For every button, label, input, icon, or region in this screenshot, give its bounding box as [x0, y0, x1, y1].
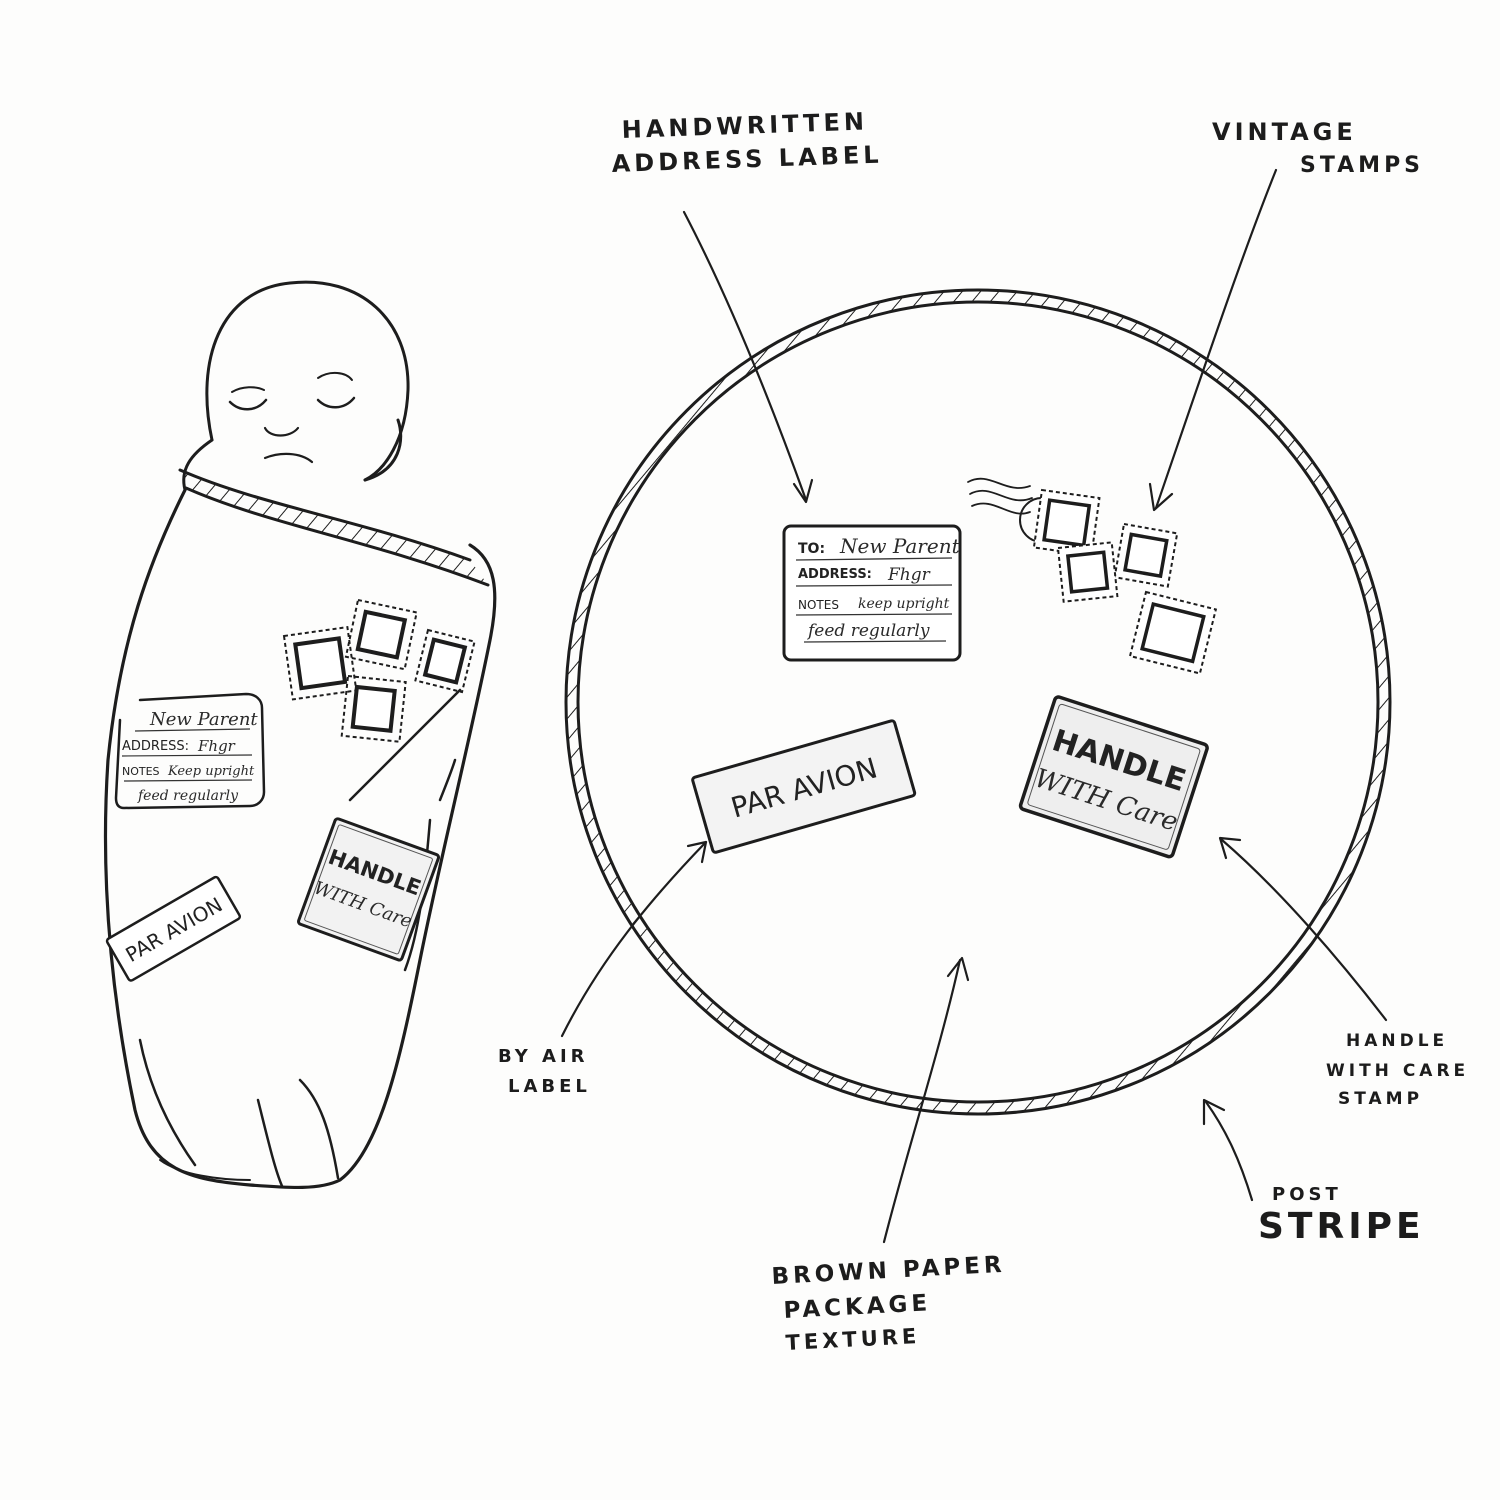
swaddle-address-label: New Parent ADDRESS: Fhgr NOTES Keep upri…	[114, 692, 266, 810]
callout-handle-line3: STAMP	[1338, 1089, 1423, 1109]
callout-brown-line2: PACKAGE	[783, 1290, 932, 1324]
arrow-by-air	[560, 840, 708, 1038]
callout-stamps-line1: VINTAGE	[1212, 118, 1357, 146]
baby-mouth	[263, 452, 314, 464]
callout-by-air-line1: BY AIR	[498, 1046, 589, 1067]
arrow-vintage-stamps	[1154, 168, 1278, 510]
fabric-detail-circle: TO: New Parent ADDRESS: Fhgr NOTES keep …	[564, 288, 1392, 1116]
arrow-handle-care	[1220, 838, 1388, 1022]
detail-address-value: Fhgr	[887, 565, 931, 585]
callout-handle-line1: HANDLE	[1346, 1031, 1448, 1051]
detail-par-avion-label: PAR AVION	[691, 719, 917, 854]
swaddle-notes-prefix: NOTES	[122, 765, 160, 778]
callout-stamps-line2: STAMPS	[1300, 153, 1424, 178]
callout-arrows	[560, 168, 1388, 1244]
callout-by-air-line2: LABEL	[508, 1076, 591, 1097]
callout-handle-line2: WITH CARE	[1326, 1061, 1469, 1081]
detail-to-prefix: TO:	[798, 541, 825, 557]
arrow-post-stripe	[1204, 1100, 1254, 1202]
callout-brown-line1: BROWN PAPER	[771, 1252, 1006, 1290]
arrow-brown-paper	[882, 958, 962, 1244]
swaddle-outline	[103, 488, 497, 1190]
swaddle-address-value: Fhgr	[197, 737, 236, 755]
swaddle-notes-value: Keep upright	[167, 764, 255, 779]
swaddle-par-avion-label: PAR AVION	[105, 875, 242, 982]
detail-address-prefix: ADDRESS:	[798, 567, 872, 582]
detail-notes-value: keep upright	[858, 596, 950, 612]
detail-vintage-stamps	[1032, 488, 1218, 675]
detail-feed-line: feed regularly	[806, 621, 930, 641]
detail-notes-prefix: NOTES	[798, 598, 839, 612]
swaddle-address-prefix: ADDRESS:	[122, 739, 189, 754]
callout-stripe: STRIPE	[1258, 1206, 1425, 1247]
swaddle-handle-care-stamp: HANDLE WITH Care	[297, 817, 441, 962]
swaddle-stamps	[282, 598, 476, 743]
arrow-address-label	[682, 210, 808, 502]
swaddle-feed-line: feed regularly	[137, 788, 239, 804]
callout-address-line1: HANDWRITTEN	[621, 107, 868, 144]
detail-address-label: TO: New Parent ADDRESS: Fhgr NOTES keep …	[782, 524, 962, 662]
baby-nose	[263, 426, 300, 437]
baby-eye-left	[228, 398, 268, 411]
detail-handle-care-stamp: HANDLE WITH Care	[1018, 695, 1209, 859]
baby-eye-right	[316, 396, 356, 409]
baby-head	[205, 280, 410, 482]
swaddle-address-name: New Parent	[149, 709, 258, 730]
callout-post: POST	[1272, 1184, 1342, 1205]
callout-address-line2: ADDRESS LABEL	[611, 141, 883, 178]
swaddled-baby: New Parent ADDRESS: Fhgr NOTES Keep upri…	[103, 280, 497, 1190]
detail-to-value: New Parent	[839, 534, 961, 558]
callout-brown-line3: TEXTURE	[785, 1324, 921, 1355]
